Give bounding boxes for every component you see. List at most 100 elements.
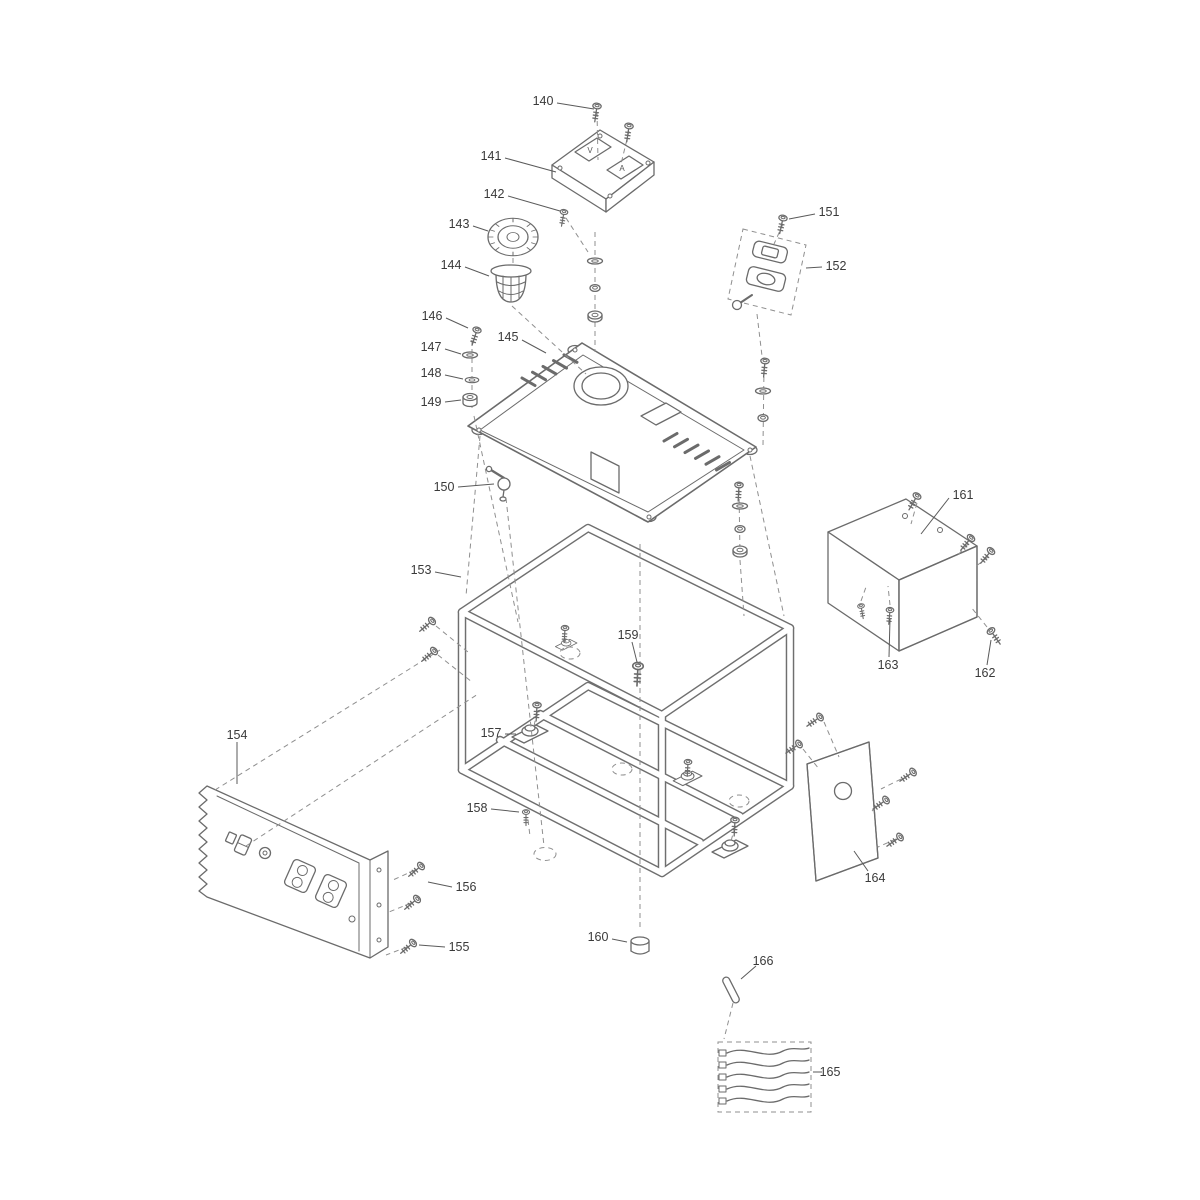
leader-line-149 [444, 399, 462, 403]
leader-line-143 [472, 225, 489, 232]
leader-line-159 [631, 641, 638, 663]
leader-line-151 [788, 213, 816, 220]
leader-line-147 [444, 348, 462, 355]
leader-line-145 [521, 339, 547, 354]
part-label-146: 146 [422, 309, 443, 323]
part-label-152: 152 [826, 259, 847, 273]
part-label-141: 141 [481, 149, 502, 163]
outlet-cover [283, 858, 317, 894]
washer [586, 257, 604, 265]
nut [732, 545, 748, 558]
leader-line-162 [986, 639, 992, 666]
part-157-vibration-mount [511, 724, 549, 744]
screw [976, 545, 997, 567]
screw-156-a [405, 860, 427, 881]
leader-line-141 [504, 157, 557, 173]
screw-156-b [401, 893, 423, 914]
cover-notch [590, 451, 620, 494]
screw [883, 831, 906, 851]
part-label-153: 153 [411, 563, 432, 577]
leader-line-166 [740, 965, 757, 980]
part-label-156: 156 [456, 880, 477, 894]
screw-155 [397, 937, 419, 958]
ring [589, 283, 601, 293]
volt-meter [574, 137, 612, 162]
leader-line-153 [434, 571, 462, 578]
screw-142 [557, 208, 569, 228]
part-145-tank-cover [467, 342, 758, 523]
leader-line-140 [556, 102, 595, 110]
vibration-mount [711, 839, 749, 859]
nut [587, 310, 603, 323]
amp-label: A [619, 164, 625, 173]
part-labels: 1401411421431441451461471481491501511521… [227, 94, 996, 1079]
part-label-157: 157 [481, 726, 502, 740]
screw-140-a [589, 101, 603, 124]
part-label-154: 154 [227, 728, 248, 742]
part-label-151: 151 [819, 205, 840, 219]
part-152-switch-plate-assembly [727, 228, 807, 316]
part-label-149: 149 [421, 395, 442, 409]
cover-louvers-left [520, 353, 579, 387]
part-label-163: 163 [878, 658, 899, 672]
screw [733, 481, 744, 502]
part-154-control-panel [198, 785, 389, 959]
part-label-147: 147 [421, 340, 442, 354]
part-label-155: 155 [449, 940, 470, 954]
leader-line-158 [490, 808, 520, 813]
part-label-158: 158 [467, 801, 488, 815]
part-166-pin [722, 976, 740, 1004]
leader-line-144 [464, 266, 490, 277]
part-label-143: 143 [449, 217, 470, 231]
leader-line-148 [444, 374, 464, 380]
washer-147 [461, 351, 479, 359]
part-160-foot-cap [630, 936, 650, 955]
circuit-breaker [258, 846, 272, 860]
screw-140-b [621, 121, 635, 144]
part-label-161: 161 [953, 488, 974, 502]
ring [734, 524, 746, 534]
part-144-fuel-strainer [490, 264, 532, 303]
leader-line-152 [805, 266, 823, 269]
part-165-wire-harness [717, 1041, 812, 1113]
part-label-142: 142 [484, 187, 505, 201]
part-150-fuel-valve [485, 465, 511, 502]
screw-151 [774, 213, 789, 236]
part-label-140: 140 [533, 94, 554, 108]
washer [731, 502, 749, 510]
screw [896, 766, 919, 786]
leader-line-164 [853, 850, 869, 872]
mount-bracket [555, 639, 578, 651]
screw-162 [985, 625, 1005, 648]
leader-line-142 [507, 195, 561, 212]
part-label-165: 165 [820, 1065, 841, 1079]
leader-line-146 [445, 317, 469, 329]
part-161-muffler-guard [827, 498, 978, 652]
part-label-150: 150 [434, 480, 455, 494]
part-153-frame [457, 523, 795, 878]
part-label-162: 162 [975, 666, 996, 680]
screw-146 [467, 325, 483, 348]
part-141-meter-panel: V A [551, 129, 655, 213]
part-143-fuel-cap [487, 217, 539, 257]
volt-label: V [587, 146, 593, 155]
screw [416, 615, 438, 636]
grommet-149 [462, 392, 478, 408]
cover-louvers-right [662, 432, 731, 472]
washer-148 [464, 376, 480, 384]
assembly-axes [214, 111, 989, 1040]
screw [803, 711, 826, 731]
washer [754, 387, 772, 395]
leader-line-156 [427, 881, 453, 888]
leader-line-155 [418, 944, 446, 948]
leader-line-163 [888, 618, 891, 658]
part-label-148: 148 [421, 366, 442, 380]
bolt-159 [630, 661, 645, 688]
part-label-164: 164 [865, 871, 886, 885]
part-164-perforated-panel [806, 741, 879, 882]
rocker-switch [233, 834, 253, 856]
part-label-166: 166 [753, 954, 774, 968]
screw [758, 357, 771, 378]
